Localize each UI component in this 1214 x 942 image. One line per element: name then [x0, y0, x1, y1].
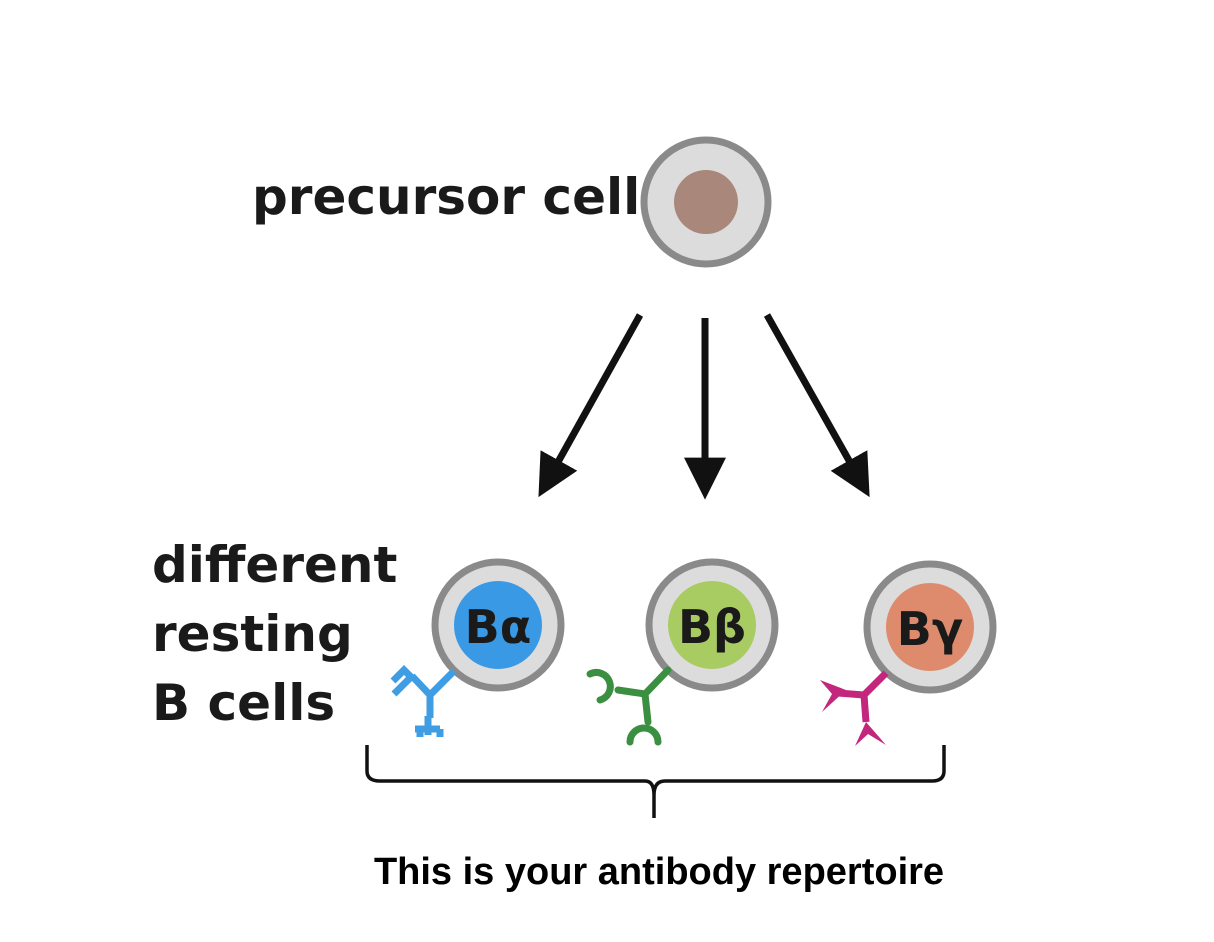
repertoire-bracket: [365, 745, 946, 818]
b-alpha-label: Bα: [465, 600, 532, 654]
b-beta-antibody-receptor: [586, 666, 672, 746]
b-gamma-nucleus: [886, 583, 974, 671]
different-resting-b-cells-label: different resting B cells: [152, 536, 397, 732]
b-alpha-antibody-receptor: [390, 665, 457, 737]
arrow-to-b-alpha: [538, 313, 644, 498]
repertoire-caption: This is your antibody repertoire: [374, 851, 944, 893]
label-line-resting: resting: [152, 605, 353, 663]
b-beta-label: Bβ: [678, 600, 746, 654]
precursor-cell-label: precursor cell: [252, 168, 640, 226]
label-line-different: different: [152, 536, 397, 594]
precursor-cell: [640, 136, 772, 268]
b-gamma-antibody-receptor: [820, 670, 889, 746]
b-beta-cell: Bβ: [645, 558, 779, 692]
precursor-cell-nucleus: [674, 170, 738, 234]
b-alpha-nucleus: [454, 581, 542, 669]
b-gamma-cell: Bγ: [863, 560, 997, 694]
b-beta-nucleus: [668, 581, 756, 669]
label-line-b-cells: B cells: [152, 674, 335, 732]
arrow-to-b-gamma: [763, 313, 870, 498]
b-alpha-cell: Bα: [431, 558, 565, 692]
b-gamma-label: Bγ: [897, 602, 963, 656]
differentiation-arrows: [538, 313, 870, 500]
